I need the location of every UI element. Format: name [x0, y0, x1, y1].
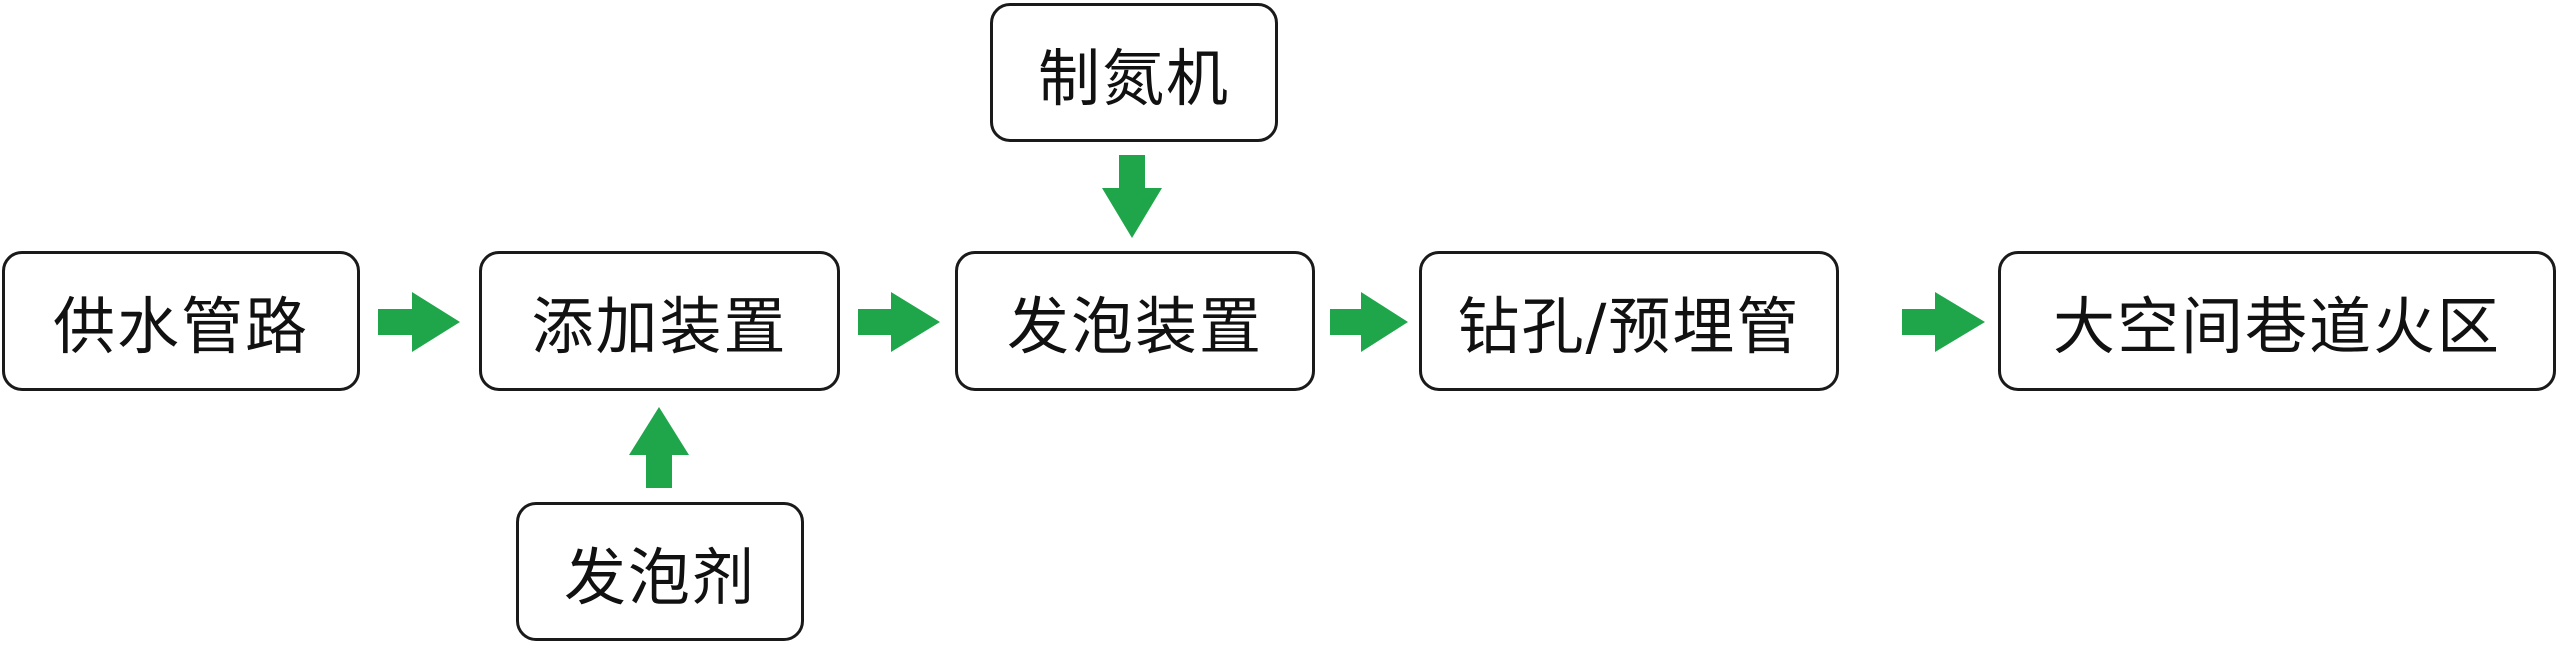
arrow-agent-up	[629, 407, 689, 488]
arrow-foaming-to-drill	[1330, 292, 1408, 352]
node-drill-pipe: 钻孔/预埋管	[1419, 251, 1839, 391]
node-water-pipe-label: 供水管路	[52, 290, 309, 363]
node-foaming-agent: 发泡剂	[516, 502, 804, 641]
node-water-pipe: 供水管路	[2, 251, 360, 391]
node-nitrogen-generator: 制氮机	[990, 3, 1278, 142]
node-adding-device-label: 添加装置	[531, 290, 788, 363]
node-fire-zone-label: 大空间巷道火区	[2052, 290, 2501, 363]
node-foaming-agent-label: 发泡剂	[563, 540, 756, 614]
arrow-water-to-adding	[378, 292, 460, 352]
node-nitrogen-generator-label: 制氮机	[1037, 41, 1230, 115]
node-drill-pipe-label: 钻孔/预埋管	[1457, 290, 1801, 363]
arrow-nitrogen-down	[1102, 155, 1162, 238]
arrow-drill-to-firezone	[1902, 292, 1985, 352]
node-fire-zone: 大空间巷道火区	[1998, 251, 2556, 391]
node-adding-device: 添加装置	[479, 251, 840, 391]
node-foaming-device-label: 发泡装置	[1006, 290, 1263, 363]
arrow-adding-to-foaming	[858, 292, 940, 352]
node-foaming-device: 发泡装置	[955, 251, 1315, 391]
